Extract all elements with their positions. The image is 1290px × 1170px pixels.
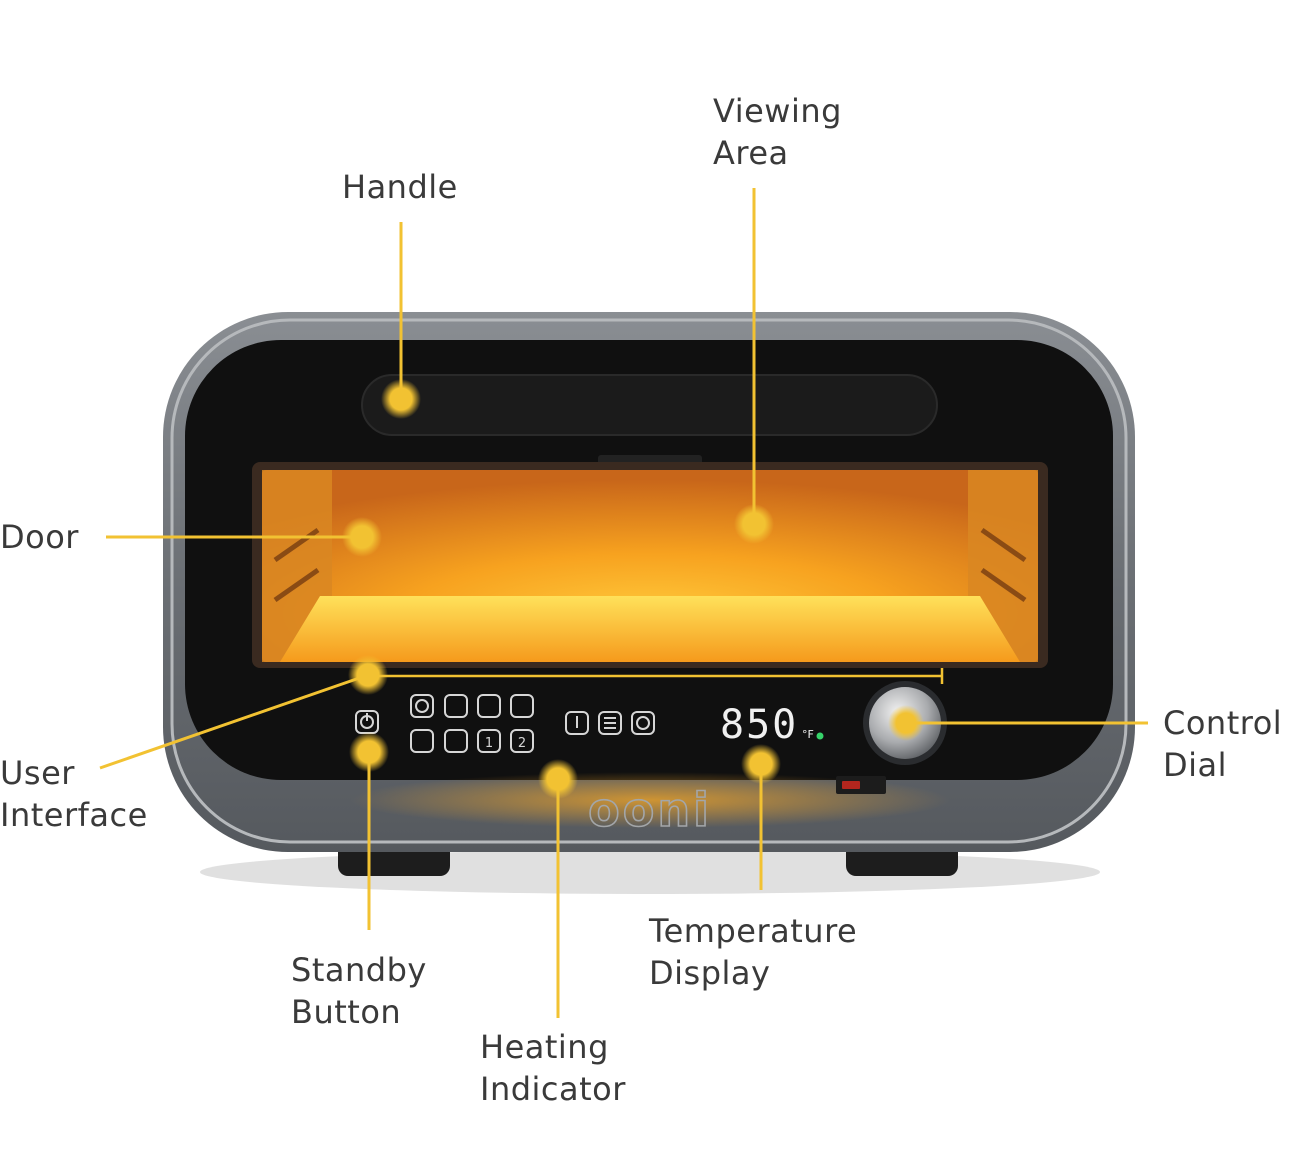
preset-1-digit: 1 <box>485 736 493 751</box>
door-dot <box>342 517 382 557</box>
power-switch <box>836 776 886 794</box>
preset-2-icon <box>510 729 534 753</box>
heating-element-icon <box>598 711 622 735</box>
bake-icon <box>410 729 434 753</box>
preset-2-digit: 2 <box>518 736 526 751</box>
grill-icon <box>444 729 468 753</box>
rack-rail-left <box>273 527 320 563</box>
brand-logo: ooni <box>588 783 712 837</box>
callout-lines <box>99 188 1148 1018</box>
control-dial-label: Control Dial <box>1163 702 1282 786</box>
viewing-area-line2: Area <box>713 134 789 172</box>
heating-indicator-label: Heating Indicator <box>480 1026 626 1110</box>
preset-1-icon <box>477 729 501 753</box>
neapolitan-icon <box>410 694 434 718</box>
callout-dots <box>342 379 924 799</box>
viewing-area-dot <box>734 504 774 544</box>
temperature-display-dot <box>741 744 781 784</box>
user-interface-leader <box>99 673 369 770</box>
viewing-area-line1: Viewing <box>713 92 842 130</box>
control-dial-line2: Dial <box>1163 746 1228 784</box>
heating-glow <box>350 772 950 828</box>
handle-label: Handle <box>342 166 458 208</box>
temperature-display-line1: Temperature <box>649 912 858 950</box>
heating-indicator-line2: Indicator <box>480 1070 626 1108</box>
pizza-slice-icon <box>444 694 468 718</box>
user-interface-label: User Interface <box>0 752 148 836</box>
dutch-oven-icon <box>510 694 534 718</box>
standby-button-line1: Standby <box>291 951 427 989</box>
timer-icon <box>631 711 655 735</box>
temperature-readout: 850 <box>720 702 798 748</box>
handle-label-text: Handle <box>342 168 458 206</box>
temperature-unit: °F <box>802 728 814 741</box>
ready-led <box>816 732 824 740</box>
door-handle <box>361 374 938 436</box>
oven-rim <box>170 318 1128 844</box>
pizza-stone <box>280 596 1020 662</box>
rack-rail-right <box>980 527 1027 563</box>
floor-shadow <box>200 850 1100 894</box>
standby-button-line2: Button <box>291 993 402 1031</box>
control-dial-dot <box>888 705 924 741</box>
rack-rail-left-2 <box>273 567 320 603</box>
thermometer-icon <box>565 711 589 735</box>
user-interface-dot <box>348 655 388 695</box>
user-interface-line1: User <box>0 754 75 792</box>
heating-indicator-dot <box>538 759 578 799</box>
viewing-area-label: Viewing Area <box>713 90 842 174</box>
door-label-text: Door <box>0 518 79 556</box>
standby-button-label: Standby Button <box>291 949 427 1033</box>
control-panel <box>355 694 655 753</box>
heating-indicator-line1: Heating <box>480 1028 609 1066</box>
temperature-display-line2: Display <box>649 954 771 992</box>
standby-dot <box>349 732 389 772</box>
handle-dot <box>381 379 421 419</box>
door-label: Door <box>0 516 79 558</box>
rack-rail-right-2 <box>980 567 1027 603</box>
temperature-display-label: Temperature Display <box>649 910 857 994</box>
user-interface-line2: Interface <box>0 796 148 834</box>
oven-mode-icon <box>477 694 501 718</box>
control-dial-line1: Control <box>1163 704 1283 742</box>
